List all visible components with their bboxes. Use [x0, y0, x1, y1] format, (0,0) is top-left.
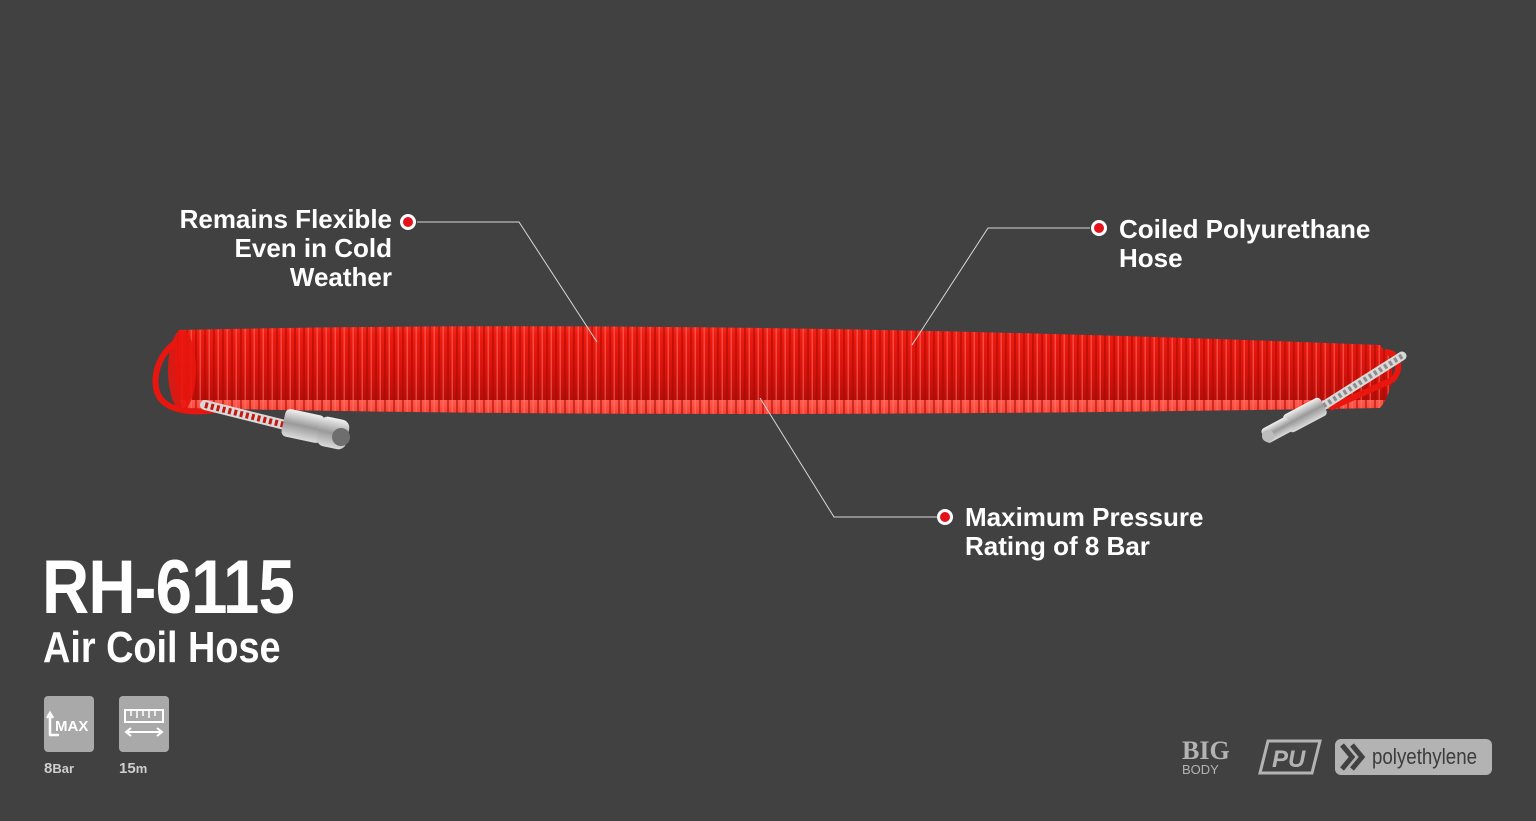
product-name: Air Coil Hose [43, 623, 281, 672]
chevron-right-icon [1340, 743, 1366, 771]
max-pressure-value: 8 [44, 760, 53, 777]
callout-flexible-line-3: Weather [289, 262, 392, 292]
callout-pressure: Maximum Pressure Rating of 8 Bar [965, 503, 1295, 561]
length-label: 15m [119, 760, 147, 777]
max-pressure-unit: Bar [52, 761, 75, 776]
callout-dot-flexible [400, 214, 416, 230]
coil-body [174, 326, 1393, 414]
big-body-logo: BIG BODY [1182, 737, 1230, 777]
callout-flexible: Remains Flexible Even in Cold Weather [130, 205, 392, 292]
max-pressure-icon: MAX [44, 696, 94, 752]
length-value: 15 [119, 760, 136, 777]
callout-flexible-line-2: Even in Cold [234, 233, 392, 263]
callout-coiled-line-2: Hose [1119, 243, 1183, 273]
callout-pressure-line-2: Rating of 8 Bar [965, 531, 1150, 561]
pu-logo: PU [1258, 739, 1322, 775]
polyethylene-label: polyethylene [1372, 744, 1478, 769]
callout-flexible-line-1: Remains Flexible [179, 204, 392, 234]
max-pressure-label: 8Bar [44, 760, 74, 777]
product-model: RH-6115 [42, 545, 295, 630]
callout-coiled-line-1: Coiled Polyurethane [1119, 214, 1371, 244]
big-body-logo-big: BIG [1182, 737, 1230, 765]
callout-dot-pressure [937, 509, 953, 525]
ruler-length-icon [119, 696, 169, 752]
callout-dot-coiled [1091, 220, 1107, 236]
pu-logo-text: PU [1272, 746, 1306, 773]
female-coupler [200, 400, 350, 450]
length-unit: m [135, 761, 148, 776]
male-plug [1261, 351, 1407, 443]
svg-text:MAX: MAX [55, 718, 88, 735]
callout-pressure-line-1: Maximum Pressure [965, 502, 1204, 532]
big-body-logo-body: BODY [1182, 762, 1219, 777]
callout-coiled: Coiled Polyurethane Hose [1119, 215, 1449, 273]
